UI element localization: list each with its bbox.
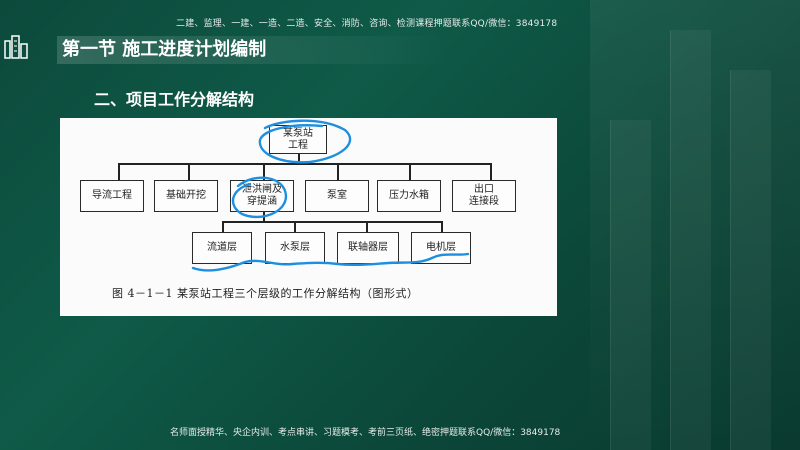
figure-caption: 图 4－1－1 某泵站工程三个层级的工作分解结构（图形式） — [112, 287, 419, 300]
wbs-level2-node: 基础开挖 — [154, 180, 218, 212]
building-logo-icon — [4, 35, 28, 59]
wbs-level2-node: 泄洪闸及 穿提涵 — [230, 180, 294, 212]
wbs-level2-node: 出口 连接段 — [452, 180, 516, 212]
connector-line — [441, 221, 443, 232]
connector-line — [294, 221, 296, 232]
building-shape — [610, 120, 651, 450]
building-shape — [670, 30, 711, 450]
connector-line — [222, 221, 224, 232]
wbs-level3-node: 流道层 — [192, 232, 252, 264]
connector-line — [298, 153, 300, 163]
wbs-level2-node: 导流工程 — [80, 180, 144, 212]
connector-line — [409, 163, 411, 180]
section-subtitle: 二、项目工作分解结构 — [94, 90, 255, 109]
connector-line — [188, 163, 190, 180]
wbs-figure: 某泵站 工程 导流工程 基础开挖 泄洪闸及 穿提涵 泵室 压力水箱 出口 连接段… — [60, 118, 557, 316]
title-highlight-bar — [57, 36, 447, 64]
connector-line — [337, 163, 339, 180]
connector-line — [118, 163, 120, 180]
connector-line — [366, 221, 368, 232]
connector-line — [222, 221, 441, 223]
connector-line — [118, 163, 490, 165]
page-title: 第一节 施工进度计划编制 — [62, 39, 267, 60]
connector-line — [490, 163, 492, 180]
wbs-root-node: 某泵站 工程 — [269, 125, 327, 154]
wbs-level2-node: 压力水箱 — [377, 180, 441, 212]
bottom-watermark-note: 名师面授精华、央企内训、考点串讲、习题模考、考前三页纸、绝密押题联系QQ/微信：… — [170, 428, 561, 438]
background-building-decoration — [590, 0, 800, 450]
building-shape — [730, 70, 771, 450]
wbs-level3-node: 水泵层 — [265, 232, 325, 264]
wbs-level3-node: 联轴器层 — [337, 232, 399, 264]
top-watermark-note: 二建、监理、一建、一造、二造、安全、消防、咨询、检测课程押题联系QQ/微信：38… — [176, 19, 558, 29]
connector-line — [263, 163, 265, 180]
wbs-level2-node: 泵室 — [305, 180, 369, 212]
wbs-level3-node: 电机层 — [411, 232, 471, 264]
connector-line — [263, 212, 265, 221]
